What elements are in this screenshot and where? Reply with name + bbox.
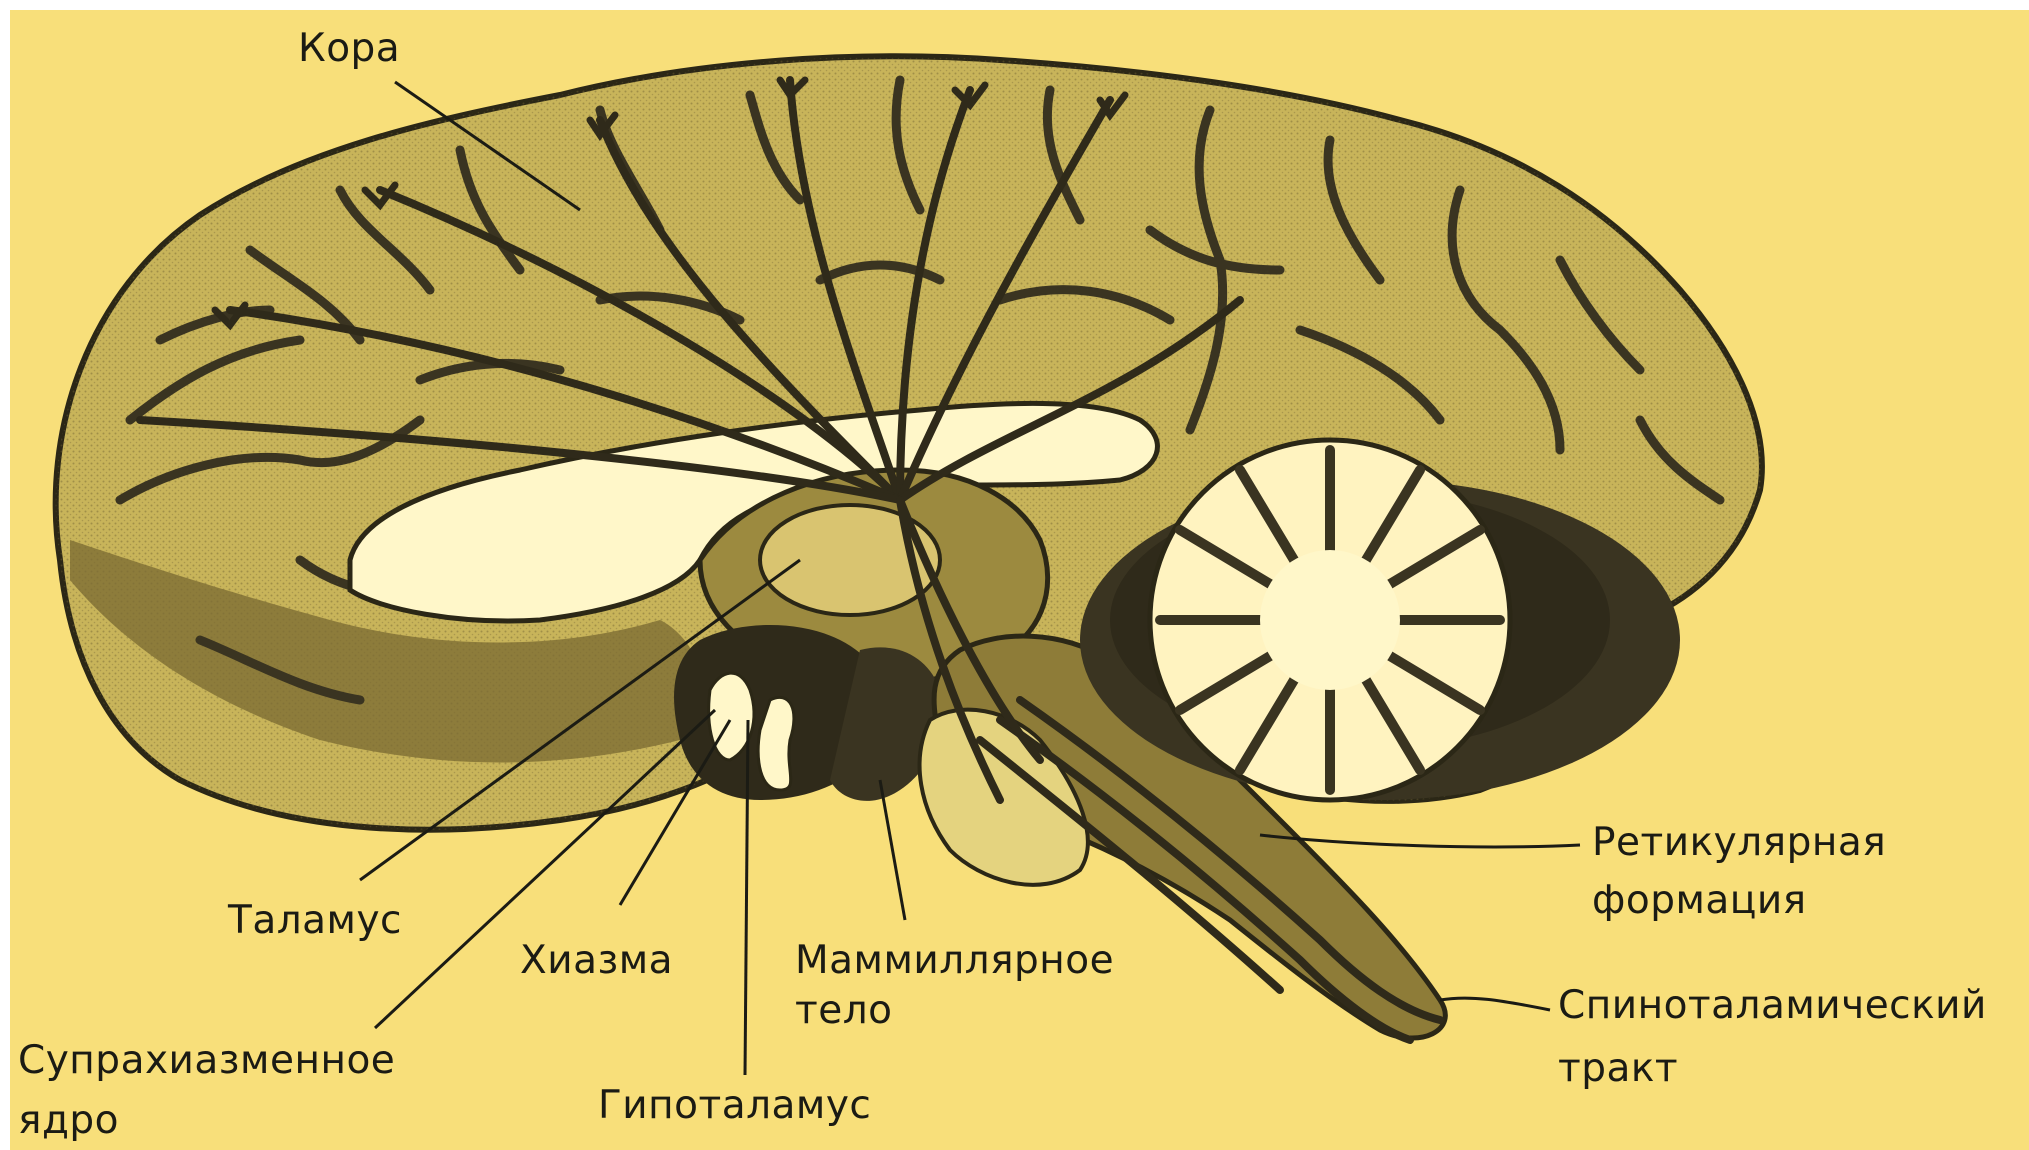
label-mammillary-line2: тело (795, 990, 893, 1033)
label-suprachiasmatic-line2: ядро (18, 1100, 119, 1143)
label-suprachiasmatic-line1: Супрахиазменное (18, 1040, 395, 1083)
leader-mammillary (880, 780, 905, 920)
label-reticular-line2: формация (1592, 880, 1807, 923)
label-spinothalamic-line2: тракт (1558, 1048, 1678, 1091)
label-mammillary-line1: Маммиллярное (795, 940, 1114, 983)
label-thalamus: Таламус (228, 900, 402, 943)
label-hypothalamus: Гипоталамус (598, 1085, 871, 1128)
label-spinothalamic-line1: Спиноталамический (1558, 985, 1987, 1028)
label-chiasm: Хиазма (520, 940, 673, 983)
leader-spinothalamic (1440, 998, 1550, 1010)
label-cortex: Кора (298, 28, 400, 71)
label-reticular-line1: Ретикулярная (1592, 822, 1886, 865)
